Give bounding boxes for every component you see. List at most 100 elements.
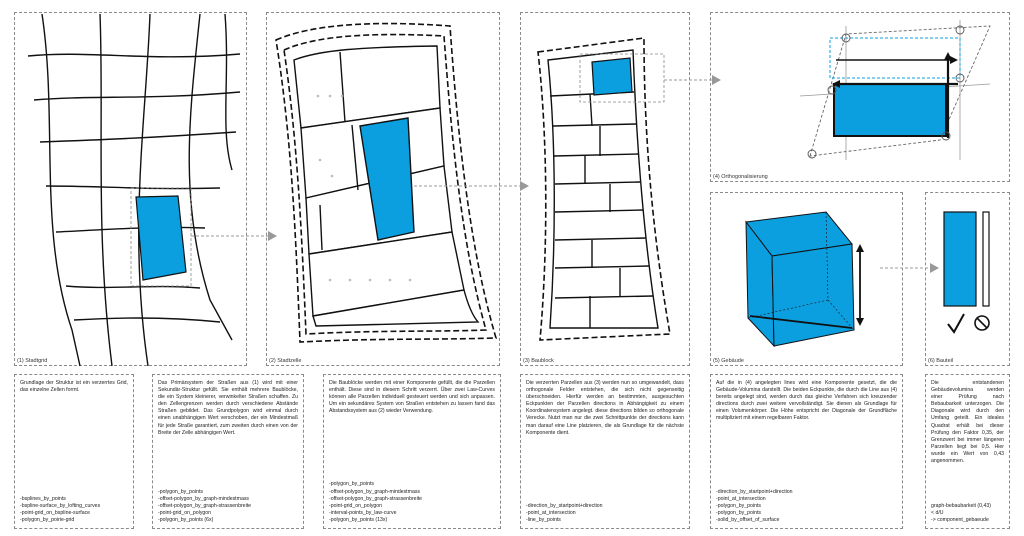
intersection-point	[955, 25, 965, 35]
base-diagonal	[749, 315, 853, 329]
command-item: -solid_by_offset_of_surface	[716, 516, 780, 523]
highlighted-block	[359, 117, 415, 241]
command-list-baublock: -polygon_by_points -offset-polygon_by_gr…	[329, 481, 495, 524]
command-item: -bspline-surface_by_lofting_curves	[20, 502, 101, 509]
command-item: -offset-polygon_by_graph-strassenbreite	[329, 495, 423, 502]
grid-curve	[99, 13, 113, 367]
block	[319, 204, 323, 251]
flow-arrowhead	[520, 181, 529, 191]
description-bauteil: Die entstandenen Gebäudevolumina werden …	[931, 380, 1004, 465]
command-item: -polygon_by_points	[716, 509, 761, 516]
panel-bauteil: (6) Bauteil	[925, 192, 1010, 366]
command-item: -direction_by_startpoint+direction	[526, 502, 603, 509]
grid-curve	[39, 131, 237, 143]
intersection-point	[955, 73, 965, 83]
panel-stadtzelle: (2) Stadtzelle	[266, 12, 500, 366]
panel-label-bauteil: (6) Bauteil	[928, 358, 954, 364]
command-item: -direction_by_startpoint+direction	[716, 488, 793, 495]
command-item: -interval-points_by_law-curve	[329, 509, 397, 516]
parcel-grid	[547, 49, 659, 329]
command-item: -offset-polygon_by_graph-strassenbreite	[158, 502, 252, 509]
panel-label-baublock: (3) Baublock	[523, 358, 554, 364]
cube-side	[771, 243, 855, 347]
panel-gebaeude: (5) Gebäude	[710, 192, 903, 366]
text-box-stadtgrid: Grundlage der Struktur ist ein verzerrte…	[14, 374, 134, 529]
command-item: -offset-polygon_by_graph-mindestmass	[158, 495, 250, 502]
grid-curve	[65, 285, 201, 289]
text-box-stadtzelle: Das Primärsystem der Straßen aus (1) wir…	[152, 374, 304, 529]
command-item: -line_by_points	[526, 516, 561, 523]
command-list-bauteil: graph-bebaubarkeit (0,43) < d/U -> compo…	[931, 503, 1004, 524]
height-arrowhead	[856, 244, 864, 252]
grid-curve	[33, 91, 241, 101]
grid-curve	[188, 13, 233, 341]
command-list-stadtzelle: -polygon_by_points -offset-polygon_by_gr…	[158, 489, 298, 524]
building-volume-drawing	[745, 211, 864, 348]
prohibited-icon	[974, 315, 990, 331]
checkmark-icon	[947, 313, 965, 334]
grid-curve	[73, 317, 221, 323]
orthogonal-preview	[829, 37, 961, 79]
text-box-baublock: Die Baublöcke werden mit einer Komponent…	[323, 374, 501, 529]
command-list-gebaeude: -direction_by_startpoint+direction -poin…	[716, 489, 897, 524]
parcel-line	[554, 237, 647, 241]
command-item: -polygon_by_points (13x)	[329, 516, 388, 523]
block	[312, 289, 480, 327]
block	[293, 45, 441, 129]
description-stadtzelle: Das Primärsystem der Straßen aus (1) wir…	[158, 380, 298, 436]
city-grid-drawing	[27, 13, 241, 367]
parcel-line	[553, 153, 639, 157]
command-item: -polygon_by_points (6x)	[158, 516, 214, 523]
text-box-bauteil: Die entstandenen Gebäudevolumina werden …	[925, 374, 1010, 529]
intersection-point	[941, 131, 951, 141]
orthogonal-building-base	[833, 83, 947, 137]
parcel-line	[554, 209, 644, 213]
panel-orthogonalisierung: (4) Orthogonalisierung	[710, 12, 1010, 182]
cell-offset-inner	[283, 33, 488, 335]
command-item: < d/U	[931, 509, 944, 516]
command-item: -bsplines_by_points	[20, 495, 66, 502]
flow-arrowhead	[712, 75, 721, 85]
text-box-gebaeude: Auf die in (4) angelegten lines wird ein…	[710, 374, 903, 529]
grid-curve	[224, 13, 233, 171]
parcel-line	[552, 123, 637, 127]
command-item: -> component_gebaeude	[931, 516, 989, 523]
parcel-line	[589, 93, 593, 127]
command-item: -polygon_by_points	[716, 502, 761, 509]
distorted-parcel	[809, 25, 991, 157]
parcel-line	[554, 265, 650, 269]
block	[339, 51, 346, 123]
flow-arrowhead	[268, 231, 277, 241]
intersection-point	[841, 33, 851, 43]
command-item: -polygon_by_points	[329, 481, 374, 488]
parcel-selection-frame	[579, 53, 665, 103]
command-item: graph-bebaubarkeit (0,43)	[931, 502, 991, 509]
grid-points	[316, 94, 412, 282]
command-item: -point_at_intersection	[526, 509, 576, 516]
highlighted-parcel	[591, 57, 633, 96]
intersection-point	[807, 149, 817, 159]
panel-label-orthogonalisierung: (4) Orthogonalisierung	[713, 174, 768, 180]
grid-curve	[41, 13, 81, 367]
cell-offset-outer	[275, 22, 498, 343]
description-orthogonalisierung: Die verzerrten Parzellen aus (3) werden …	[526, 380, 684, 436]
command-item: -offset-polygon_by_graph-mindestmass	[329, 488, 421, 495]
height-arrowhead	[856, 318, 864, 326]
command-item: -point-grid_on_polygon	[329, 502, 383, 509]
cell-selection-frame	[130, 187, 192, 287]
command-item: -point-grid_on_polygon	[158, 509, 212, 516]
grid-curve	[138, 13, 151, 367]
description-stadtgrid: Grundlage der Struktur ist ein verzerrte…	[20, 380, 128, 394]
command-item: -point_at_intersection	[716, 495, 766, 502]
command-item: -polygon_by_points	[158, 488, 203, 495]
flow-arrowhead	[930, 263, 939, 273]
command-item: -polygon_by_poirie-grid	[20, 516, 75, 523]
component-square	[943, 211, 977, 307]
block-outline	[547, 49, 659, 329]
command-list-orthogonalisierung: -direction_by_startpoint+direction -poin…	[526, 503, 684, 524]
component-bar	[982, 211, 990, 307]
highlighted-cell	[135, 195, 187, 281]
parcel-line	[554, 181, 641, 185]
panel-label-stadtzelle: (2) Stadtzelle	[269, 358, 302, 364]
